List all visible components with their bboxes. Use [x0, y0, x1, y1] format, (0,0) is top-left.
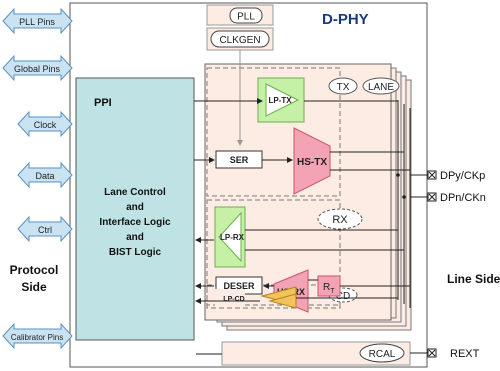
deser-label: DESER — [223, 281, 255, 291]
pll-pill — [229, 7, 263, 24]
ppi-line-4: and — [126, 232, 144, 243]
lp-rx-label: LP-RX — [220, 233, 245, 242]
pll-label: PLL — [237, 12, 255, 23]
cd-tag: CD — [336, 291, 350, 302]
ppi-title: PPI — [94, 97, 112, 109]
tx-tag: TX — [337, 82, 350, 93]
lp-tx-label: LP-TX — [268, 96, 292, 105]
output-pin-dp: DPy/CKp — [427, 170, 485, 182]
pin-arrow-global: Global Pins — [2, 54, 73, 82]
ppi-line-1: Lane Control — [104, 187, 166, 198]
pin-arrow-pll: PLL Pins — [2, 7, 73, 35]
lp-tx-driver-icon — [265, 83, 300, 117]
rx-tag-ellipse — [317, 208, 363, 230]
lane-tag: LANE — [368, 82, 394, 93]
line-side-label: Line Side — [447, 272, 500, 286]
output-label-dp: DPy/CKp — [440, 170, 485, 182]
output-label-rext: REXT — [450, 348, 480, 360]
wire-junctions — [396, 173, 406, 199]
protocol-side-label-2: Side — [21, 280, 47, 294]
pin-arrow-data: Data — [17, 161, 73, 189]
rt-label: RT — [323, 282, 335, 295]
ppi-block — [75, 77, 195, 341]
lane-tag-ellipse — [362, 77, 400, 95]
pin-label-data: Data — [35, 171, 54, 181]
pin-label-global: Global Pins — [14, 64, 61, 74]
clkgen-pill — [210, 30, 270, 48]
pin-arrow-calibrator: Calibrator Pins — [2, 322, 73, 350]
rx-group — [206, 199, 341, 306]
rcal-label: RCAL — [369, 349, 396, 360]
ser-label: SER — [230, 155, 249, 165]
ppi-line-2: and — [126, 202, 144, 213]
rcal-ellipse — [359, 343, 405, 363]
pin-label-ctrl: Ctrl — [38, 225, 52, 235]
lp-rx-receiver-icon — [218, 211, 242, 263]
clkgen-label: CLKGEN — [219, 35, 260, 46]
protocol-side-label-1: Protocol — [10, 263, 59, 277]
lp-cd-detector-icon-2 — [268, 293, 297, 309]
pin-arrow-clock: Clock — [17, 110, 73, 138]
hs-tx-label: HS-TX — [297, 157, 327, 168]
dphy-title: D-PHY — [322, 11, 369, 28]
hs-tx-block — [293, 127, 331, 195]
lane-bus-lines — [397, 100, 411, 308]
ppi-line-5: BIST Logic — [109, 247, 162, 258]
pin-label-pll: PLL Pins — [19, 17, 55, 27]
tx-tag-ellipse — [328, 77, 358, 95]
output-pin-dn: DPn/CKn — [427, 192, 486, 204]
output-pin-rext: REXT — [427, 348, 480, 360]
rx-tag: RX — [332, 214, 348, 226]
tx-group — [206, 67, 341, 197]
pin-label-clock: Clock — [34, 120, 57, 130]
pin-arrow-ctrl: Ctrl — [17, 215, 73, 243]
output-label-dn: DPn/CKn — [440, 192, 486, 204]
lp-cd-area — [215, 289, 245, 306]
pin-label-calibrator: Calibrator Pins — [11, 333, 63, 342]
ppi-line-3: Interface Logic — [99, 217, 171, 228]
lp-cd-label: LP-CD — [223, 296, 244, 303]
signal-wires — [194, 98, 428, 355]
